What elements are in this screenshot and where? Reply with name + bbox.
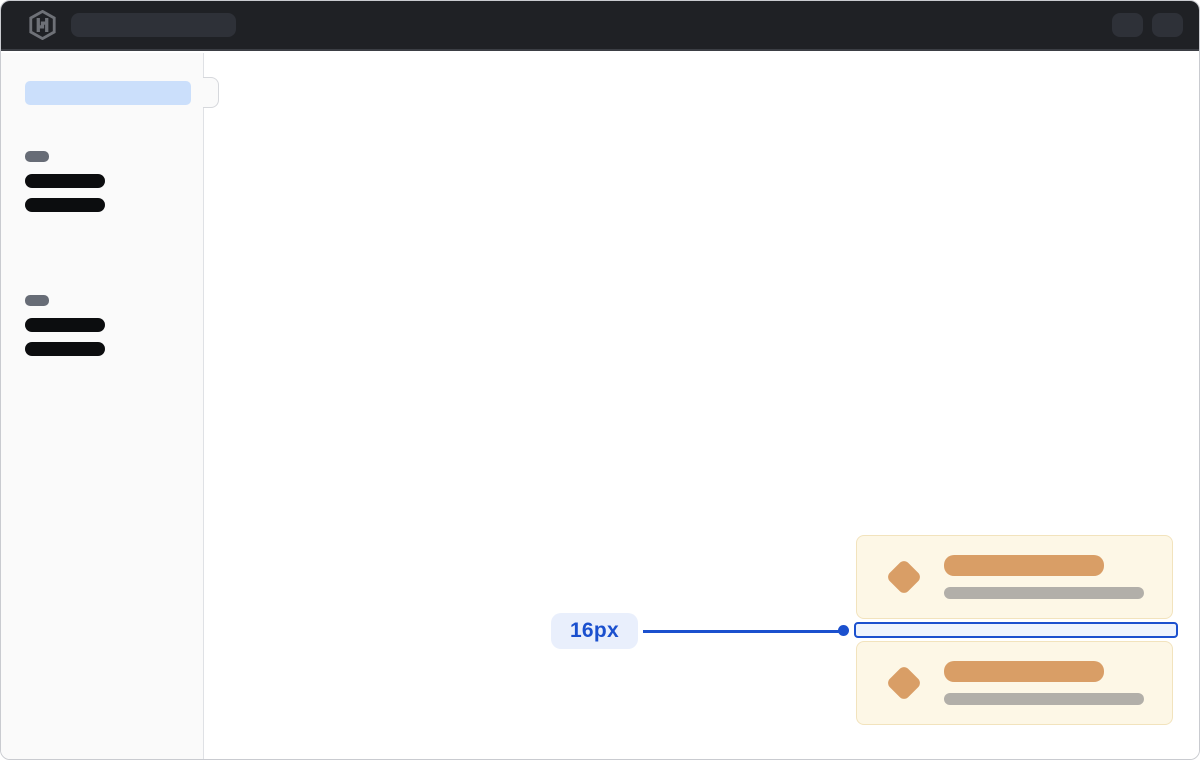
diamond-icon <box>885 558 923 596</box>
gap-size-label: 16px <box>551 613 638 649</box>
spacing-card-2 <box>856 641 1173 725</box>
app-body <box>1 53 1199 759</box>
sidebar-selected-item-skeleton[interactable] <box>25 81 191 105</box>
sidebar-group2-item1-skeleton[interactable] <box>25 318 105 332</box>
card-text-skeletons <box>944 661 1144 705</box>
hashicorp-logo-icon[interactable] <box>29 10 56 40</box>
card-title-skeleton <box>944 555 1104 576</box>
card-subtitle-skeleton <box>944 587 1144 599</box>
sidebar-group1-item1-skeleton[interactable] <box>25 174 105 188</box>
search-bar-skeleton[interactable] <box>71 13 236 37</box>
sidebar-collapse-handle[interactable] <box>203 77 219 108</box>
annotation-connector-line <box>643 630 843 633</box>
topbar <box>1 1 1199 51</box>
card-text-skeletons <box>944 555 1144 599</box>
topbar-action-skeleton-2[interactable] <box>1152 13 1183 37</box>
annotation-connector-dot <box>838 625 849 636</box>
topbar-action-skeleton-1[interactable] <box>1112 13 1143 37</box>
sidebar-group2-item2-skeleton[interactable] <box>25 342 105 356</box>
sidebar-group1-label-skeleton <box>25 151 49 162</box>
card-subtitle-skeleton <box>944 693 1144 705</box>
sidebar-group1-item2-skeleton[interactable] <box>25 198 105 212</box>
sidebar <box>1 53 204 759</box>
spacing-card-1 <box>856 535 1173 619</box>
diamond-icon <box>885 664 923 702</box>
gap-highlight-box <box>854 622 1178 638</box>
card-title-skeleton <box>944 661 1104 682</box>
sidebar-group2-label-skeleton <box>25 295 49 306</box>
